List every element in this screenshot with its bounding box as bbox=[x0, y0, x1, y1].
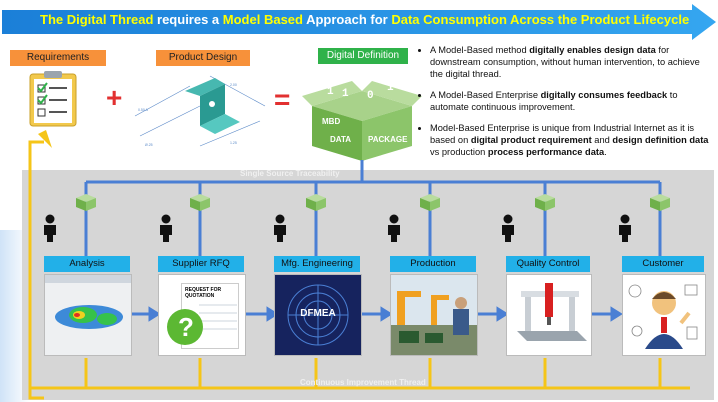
svg-text:1: 1 bbox=[347, 68, 354, 80]
svg-text:1: 1 bbox=[374, 70, 381, 82]
clipboard-checklist-icon bbox=[29, 71, 77, 127]
svg-text:1: 1 bbox=[342, 88, 349, 100]
process-area bbox=[22, 170, 714, 400]
digital-definition-header: Digital Definition bbox=[318, 48, 408, 64]
bullet-item: A Model-Based Enterprise digitally consu… bbox=[430, 89, 714, 113]
svg-text:0: 0 bbox=[367, 90, 374, 102]
svg-text:DATA: DATA bbox=[330, 135, 351, 144]
plus-operator: + bbox=[106, 82, 123, 113]
stage-title-quality-control: Quality Control bbox=[506, 256, 590, 272]
svg-text:0.50 A: 0.50 A bbox=[138, 108, 149, 112]
customer-image bbox=[622, 274, 706, 356]
svg-text:MBD: MBD bbox=[322, 117, 340, 126]
stage-title-customer: Customer bbox=[622, 256, 704, 272]
svg-text:2.00: 2.00 bbox=[230, 83, 237, 87]
person-icon bbox=[502, 214, 514, 242]
product-design-header: Product Design bbox=[156, 50, 250, 66]
svg-text:Ø.25: Ø.25 bbox=[145, 143, 153, 147]
stage-title-production: Production bbox=[390, 256, 476, 272]
thread-lines bbox=[28, 130, 690, 400]
data-package-icon bbox=[650, 194, 670, 211]
stage-title-mfg-engineering: Mfg. Engineering bbox=[274, 256, 360, 272]
cmm-image bbox=[506, 274, 592, 356]
person-icon bbox=[388, 214, 400, 242]
data-package-icon bbox=[535, 194, 555, 211]
person-icon bbox=[619, 214, 631, 242]
data-package-icon bbox=[420, 194, 440, 211]
stage-title-analysis: Analysis bbox=[44, 256, 130, 272]
continuous-improvement-label: Continuous Improvement Thread bbox=[300, 378, 426, 387]
person-icon bbox=[44, 214, 56, 242]
data-package-icon bbox=[306, 194, 326, 211]
requirements-header: Requirements bbox=[10, 50, 106, 66]
bullet-item: A Model-Based method digitally enables d… bbox=[430, 44, 714, 80]
person-icon bbox=[160, 214, 172, 242]
data-package-icon bbox=[76, 194, 96, 211]
banner-arrow bbox=[2, 4, 716, 40]
svg-text:?: ? bbox=[178, 312, 194, 342]
single-source-traceability-label: Single Source Traceability bbox=[240, 169, 340, 178]
svg-text:1: 1 bbox=[387, 82, 394, 94]
rfq-image: REQUEST FOR QUOTATION ? bbox=[158, 274, 246, 356]
svg-text:1.25: 1.25 bbox=[230, 141, 237, 145]
svg-text:0: 0 bbox=[332, 74, 339, 86]
bullet-item: Model-Based Enterprise is unique from In… bbox=[430, 122, 714, 158]
banner-title: The Digital Thread requires a Model Base… bbox=[40, 12, 690, 27]
data-package-icon bbox=[190, 194, 210, 211]
svg-text:1: 1 bbox=[327, 86, 334, 98]
svg-text:PACKAGE: PACKAGE bbox=[368, 135, 408, 144]
stage-title-supplier-rfq: Supplier RFQ bbox=[158, 256, 244, 272]
production-image bbox=[390, 274, 478, 356]
svg-text:0: 0 bbox=[360, 78, 367, 90]
bracket-model-icon: 0.50 A 2.00 1.25Ø.25 bbox=[134, 75, 266, 147]
analysis-image bbox=[44, 274, 132, 356]
person-icon bbox=[274, 214, 286, 242]
dfmea-image: DFMEA bbox=[274, 274, 362, 356]
equals-operator: = bbox=[274, 84, 291, 115]
bullet-list: A Model-Based method digitally enables d… bbox=[418, 44, 714, 167]
